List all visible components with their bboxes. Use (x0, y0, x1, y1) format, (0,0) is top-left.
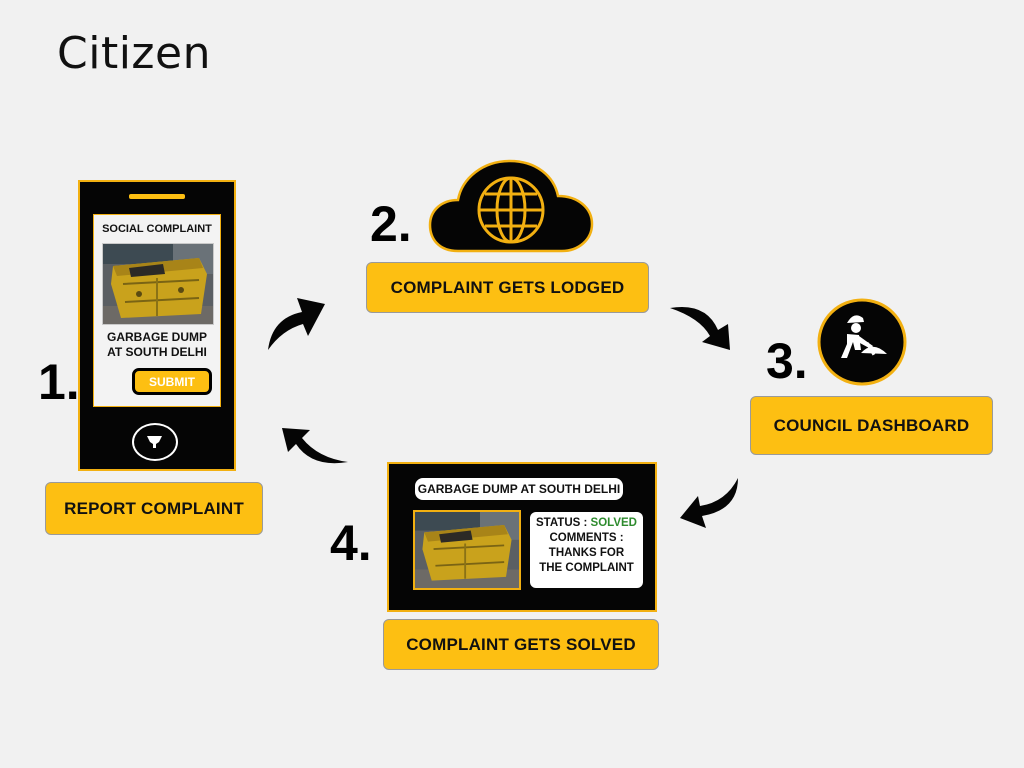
phone-caption-line-2: AT SOUTH DELHI (107, 345, 207, 359)
step-1-label: REPORT COMPLAINT (45, 482, 263, 535)
status-badge: SOLVED (590, 517, 637, 529)
result-card-title: GARBAGE DUMP AT SOUTH DELHI (415, 478, 623, 500)
step-4-label: COMPLAINT GETS SOLVED (383, 619, 659, 670)
dumpster-photo (413, 510, 521, 590)
status-line: STATUS : SOLVED (530, 516, 643, 531)
phone-screen-title: SOCIAL COMPLAINT (102, 223, 212, 235)
curved-arrow-icon (282, 428, 348, 464)
step-3-number: 3. (766, 333, 808, 389)
curved-arrow-icon (670, 306, 730, 350)
page-title: Citizen (57, 28, 211, 79)
phone-speaker (129, 194, 185, 199)
step-2-label: COMPLAINT GETS LODGED (366, 262, 649, 313)
status-label: STATUS : (536, 517, 591, 529)
phone-caption-line-1: GARBAGE DUMP (106, 330, 207, 344)
comments-label: COMMENTS : (549, 532, 624, 544)
comment-line-2: THE COMPLAINT (539, 562, 634, 574)
phone-screen: SOCIAL COMPLAINT GARBAGE DUMP AT SOUTH D… (93, 214, 221, 407)
cloud-globe-icon (428, 159, 594, 253)
step-2-number: 2. (370, 196, 412, 252)
curved-arrow-icon (268, 298, 325, 350)
home-button[interactable] (132, 423, 178, 461)
submit-button[interactable]: SUBMIT (132, 368, 212, 395)
phone-caption: GARBAGE DUMP AT SOUTH DELHI (94, 330, 220, 360)
worker-digging-icon (817, 298, 907, 386)
step-3-label: COUNCIL DASHBOARD (750, 396, 993, 455)
step-4-number: 4. (330, 515, 372, 571)
comment-line-1: THANKS FOR (548, 547, 625, 559)
curved-arrow-icon (680, 478, 738, 528)
dumpster-photo (102, 243, 214, 325)
result-card: GARBAGE DUMP AT SOUTH DELHI STATUS : SOL… (387, 462, 657, 612)
smartphone-icon: SOCIAL COMPLAINT GARBAGE DUMP AT SOUTH D… (78, 180, 236, 471)
result-card-info: STATUS : SOLVED COMMENTS : THANKS FOR TH… (530, 512, 643, 588)
step-1-number: 1. (38, 354, 80, 410)
